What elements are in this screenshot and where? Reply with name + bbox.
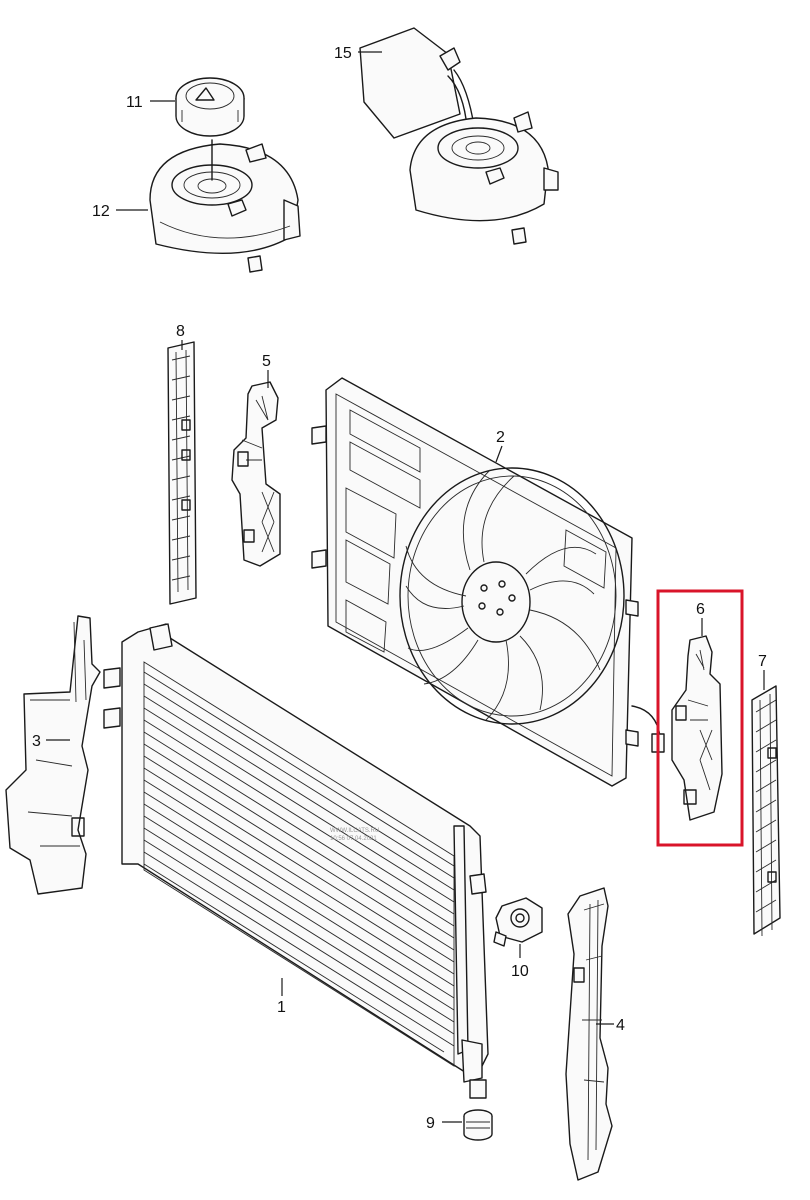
part-12-expansion-tank[interactable] — [149, 139, 301, 273]
callout-6: 6 — [696, 601, 705, 618]
part-15-coolant-bottle[interactable] — [359, 27, 477, 141]
watermark-line2: 10:56 07.04.2021 — [330, 836, 377, 842]
callout-7: 7 — [758, 653, 767, 670]
callout-8: 8 — [176, 323, 185, 340]
watermark-line1: WWW.ILCATS.RU — [330, 828, 379, 834]
part-7-seal-strip[interactable] — [751, 685, 781, 937]
part-3-air-guide[interactable] — [5, 615, 101, 895]
part-4-air-guide[interactable] — [565, 887, 613, 1181]
part-9-drain-plug[interactable] — [463, 1109, 493, 1141]
part-1-radiator[interactable] — [103, 623, 489, 1099]
callout-10: 10 — [511, 963, 529, 980]
callout-4: 4 — [616, 1017, 625, 1034]
part-8-seal-strip[interactable] — [167, 341, 197, 605]
callout-2: 2 — [496, 429, 505, 446]
callout-9: 9 — [426, 1115, 435, 1132]
callout-3: 3 — [32, 733, 41, 750]
leader-2 — [495, 445, 503, 463]
callout-1: 1 — [277, 999, 286, 1016]
highlight-box-part-6 — [656, 589, 744, 847]
part-5-bracket[interactable] — [231, 381, 281, 567]
part-2-fan-shroud[interactable] — [311, 377, 665, 787]
callout-11: 11 — [126, 94, 143, 111]
callout-5: 5 — [262, 353, 271, 370]
part-11-filler-cap[interactable] — [175, 77, 245, 137]
part-10-mount[interactable] — [493, 897, 543, 947]
callout-15: 15 — [334, 45, 352, 62]
part-6-bracket[interactable] — [671, 635, 723, 821]
part-15-tank — [409, 111, 559, 245]
callout-12: 12 — [92, 203, 110, 220]
